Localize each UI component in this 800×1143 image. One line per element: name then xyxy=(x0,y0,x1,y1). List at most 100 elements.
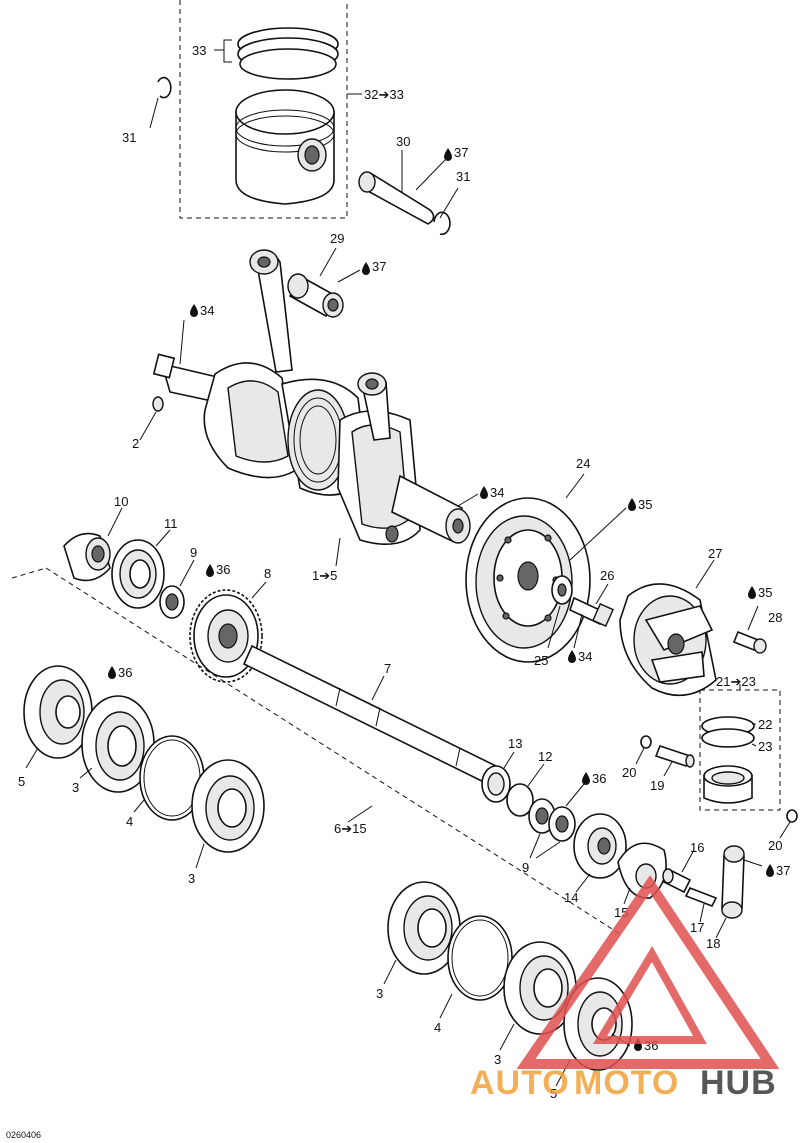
label-5-b: 5 xyxy=(550,1086,557,1101)
label-32-33: 32➔33 xyxy=(364,87,404,102)
label-36-b: 36 xyxy=(118,665,132,680)
lubricant-drop-icon xyxy=(362,262,370,275)
watermark-text-auto: AUTO xyxy=(470,1064,570,1102)
label-16: 16 xyxy=(690,840,704,855)
label-1-5: 1➔5 xyxy=(312,568,337,583)
pump-pin xyxy=(662,849,695,894)
magneto-flywheel xyxy=(465,473,627,663)
circlip-right xyxy=(433,187,459,236)
oil-seal-14 xyxy=(573,813,627,893)
bearing-3-left-a xyxy=(79,695,155,793)
label-28: 28 xyxy=(768,610,782,625)
label-34-a: 34 xyxy=(200,303,214,318)
label-29: 29 xyxy=(330,231,344,246)
piston xyxy=(235,89,335,205)
label-36-c: 36 xyxy=(592,771,606,786)
clip-20-left xyxy=(635,735,652,765)
clip-20-right xyxy=(779,809,798,839)
label-31-b: 31 xyxy=(456,169,470,184)
label-22: 22 xyxy=(758,717,772,732)
pump-piston-box xyxy=(699,684,781,811)
label-33: 33 xyxy=(192,43,206,58)
label-34-c: 34 xyxy=(578,649,592,664)
label-26: 26 xyxy=(600,568,614,583)
circlip-left xyxy=(149,76,172,129)
label-37-c: 37 xyxy=(776,863,790,878)
label-13: 13 xyxy=(508,736,522,751)
label-35-a: 35 xyxy=(638,497,652,512)
drive-gear xyxy=(189,581,267,683)
label-5-a: 5 xyxy=(18,774,25,789)
label-6-15: 6➔15 xyxy=(334,821,367,836)
lubricant-drop-icon xyxy=(108,666,116,679)
needle-bearing xyxy=(287,247,361,318)
lubricant-drop-icon xyxy=(628,498,636,511)
label-3-b: 3 xyxy=(188,871,195,886)
drawing-code: 0260406 xyxy=(6,1130,41,1140)
seal-9-pair xyxy=(528,783,585,859)
watermark-text-moto: MOTO xyxy=(574,1064,679,1102)
lubricant-drop-icon xyxy=(582,772,590,785)
crankshaft-assembly xyxy=(152,249,471,546)
label-30: 30 xyxy=(396,134,410,149)
label-36-a: 36 xyxy=(216,562,230,577)
label-14: 14 xyxy=(564,890,578,905)
label-27: 27 xyxy=(708,546,722,561)
label-3-c: 3 xyxy=(376,986,383,1001)
watermark-triangle-logo xyxy=(516,875,780,1069)
piston-ring-lower xyxy=(239,48,337,80)
label-2: 2 xyxy=(132,436,139,451)
flywheel-bolt xyxy=(569,583,614,649)
seal-9 xyxy=(159,559,195,619)
piston-group-box xyxy=(179,0,362,219)
pump-shaft xyxy=(242,644,502,788)
label-23: 23 xyxy=(758,739,772,754)
cover-plate-5-left xyxy=(23,665,93,769)
lubricant-drop-icon xyxy=(634,1038,642,1051)
ball-bearing-11 xyxy=(111,529,171,609)
cup-screw xyxy=(732,605,767,654)
label-20-b: 20 xyxy=(768,838,782,853)
label-7: 7 xyxy=(384,661,391,676)
label-19: 19 xyxy=(650,778,664,793)
lubricant-drop-icon xyxy=(568,650,576,663)
label-37-b: 37 xyxy=(372,259,386,274)
label-9-b: 9 xyxy=(522,860,529,875)
piston-pin xyxy=(358,150,446,225)
label-17: 17 xyxy=(690,920,704,935)
label-21-23: 21➔23 xyxy=(716,674,756,689)
label-12: 12 xyxy=(538,749,552,764)
label-34-b: 34 xyxy=(490,485,504,500)
lubricant-drop-icon xyxy=(444,148,452,161)
pump-screw xyxy=(684,886,718,923)
label-10: 10 xyxy=(114,494,128,509)
oil-seal-10 xyxy=(63,507,123,582)
label-3-d: 3 xyxy=(494,1052,501,1067)
lubricant-drop-icon xyxy=(206,564,214,577)
label-8: 8 xyxy=(264,566,271,581)
watermark-text-hub: HUB xyxy=(700,1064,777,1102)
label-9-a: 9 xyxy=(190,545,197,560)
bearing-3-bottom-a xyxy=(383,881,461,985)
label-24: 24 xyxy=(576,456,590,471)
label-37-a: 37 xyxy=(454,145,468,160)
label-18: 18 xyxy=(706,936,720,951)
label-3-a: 3 xyxy=(72,780,79,795)
label-25: 25 xyxy=(534,653,548,668)
label-4-b: 4 xyxy=(434,1020,441,1035)
ring-12 xyxy=(506,763,545,817)
lubricant-drop-icon xyxy=(748,586,756,599)
woodruff-key xyxy=(139,396,164,441)
bearing-3-left-b xyxy=(191,759,265,869)
needle-bearing-13 xyxy=(481,751,515,803)
lubricant-drop-icon xyxy=(480,486,488,499)
label-31-a: 31 xyxy=(122,130,136,145)
label-11: 11 xyxy=(164,516,178,531)
o-ring-4-bottom xyxy=(439,915,513,1019)
pump-piston-pin xyxy=(654,745,695,777)
label-35-b: 35 xyxy=(758,585,772,600)
lubricant-drop-icon xyxy=(190,304,198,317)
label-4-a: 4 xyxy=(126,814,133,829)
starter-cup xyxy=(619,559,717,697)
